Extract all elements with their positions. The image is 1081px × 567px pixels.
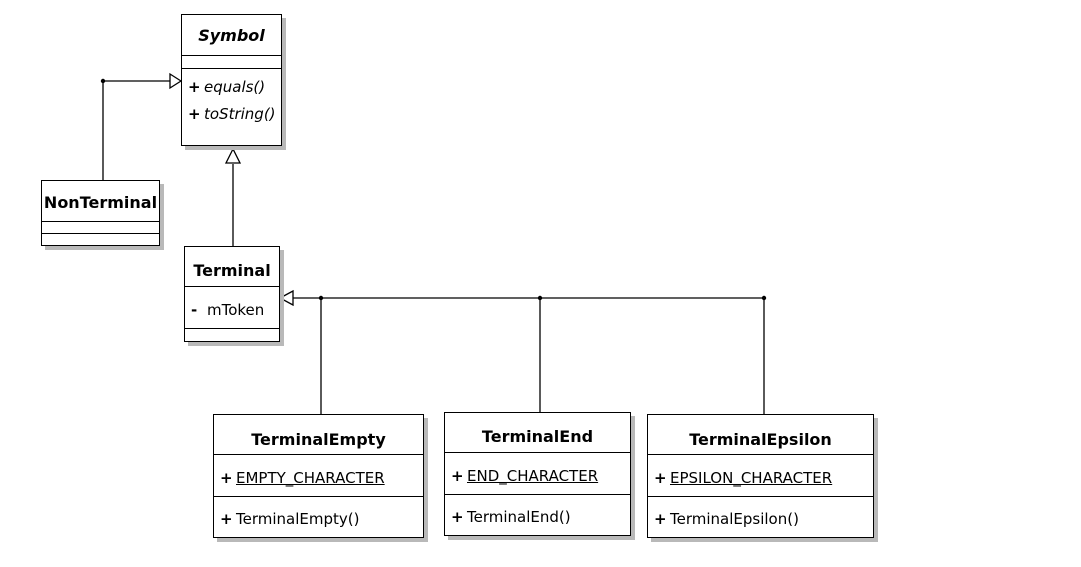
class-name: TerminalEmpty	[214, 415, 423, 455]
junction-dot	[100, 78, 106, 84]
attributes-section	[42, 222, 159, 234]
operations-section	[42, 234, 159, 245]
attribute: +EMPTY_CHARACTER	[220, 469, 385, 487]
arrowhead-terminal-right	[278, 289, 294, 307]
operations-section	[185, 329, 279, 341]
class-nonterminal[interactable]: NonTerminal	[41, 180, 160, 246]
generalization-nonterminal-symbol	[102, 80, 170, 180]
attributes-section: +EMPTY_CHARACTER	[214, 455, 423, 497]
operation: +TerminalEpsilon()	[654, 510, 799, 528]
class-name: TerminalEpsilon	[648, 415, 873, 455]
operations-section: +TerminalEpsilon()	[648, 497, 873, 537]
attribute: +EPSILON_CHARACTER	[654, 469, 833, 487]
attribute: +END_CHARACTER	[451, 467, 599, 485]
attributes-section: +END_CHARACTER	[445, 453, 630, 495]
junction-dot	[537, 295, 543, 301]
class-terminal[interactable]: Terminal -mToken	[184, 246, 280, 342]
operation: +toString()	[188, 105, 276, 123]
junction-dot	[318, 295, 324, 301]
operations-section: +equals() +toString()	[182, 69, 281, 145]
operations-section: +TerminalEnd()	[445, 495, 630, 535]
class-symbol[interactable]: Symbol +equals() +toString()	[181, 14, 282, 146]
attribute: -mToken	[191, 301, 265, 319]
operations-section: +TerminalEmpty()	[214, 497, 423, 537]
class-name: NonTerminal	[42, 181, 159, 222]
attributes-section: -mToken	[185, 287, 279, 329]
class-name: Symbol	[182, 15, 281, 56]
class-terminal-empty[interactable]: TerminalEmpty +EMPTY_CHARACTER +Terminal…	[213, 414, 424, 538]
junction-dot	[761, 295, 767, 301]
class-terminal-end[interactable]: TerminalEnd +END_CHARACTER +TerminalEnd(…	[444, 412, 631, 536]
operation: +TerminalEnd()	[451, 508, 571, 526]
attributes-section: +EPSILON_CHARACTER	[648, 455, 873, 497]
class-name: Terminal	[185, 247, 279, 287]
class-name: TerminalEnd	[445, 413, 630, 453]
arrowhead-symbol-left	[169, 72, 183, 90]
arrowhead-symbol-bottom	[224, 147, 242, 164]
operation: +TerminalEmpty()	[220, 510, 360, 528]
class-terminal-epsilon[interactable]: TerminalEpsilon +EPSILON_CHARACTER +Term…	[647, 414, 874, 538]
attributes-section	[182, 56, 281, 69]
operation: +equals()	[188, 78, 266, 96]
